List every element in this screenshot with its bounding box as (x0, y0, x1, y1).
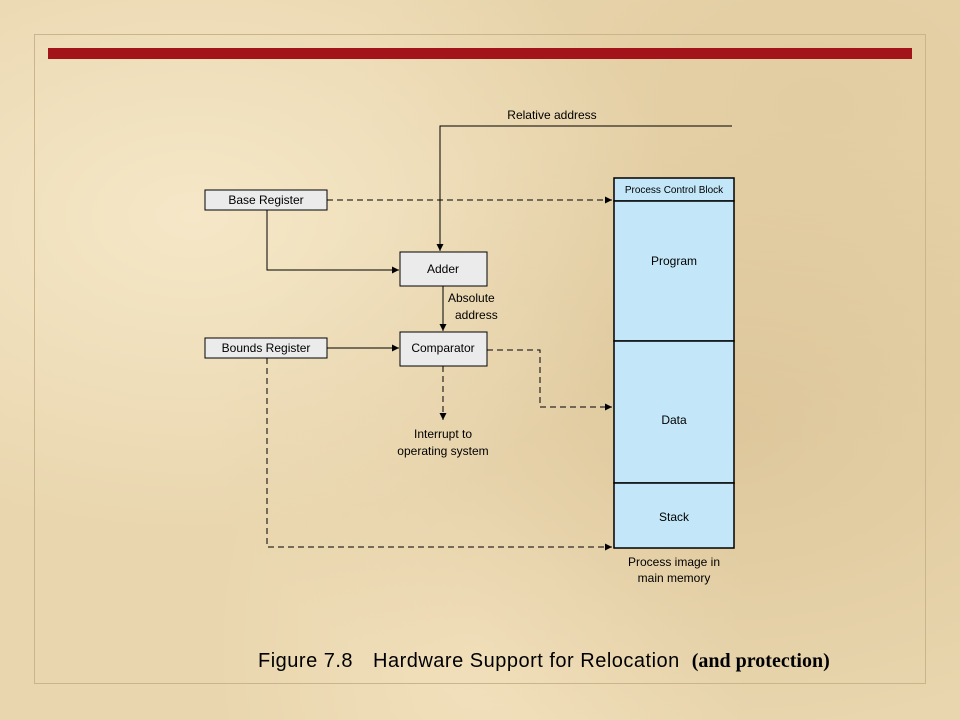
relative-address-label: Relative address (507, 108, 596, 122)
bounds-to-memory-end-arrow (266, 358, 612, 551)
process-image (613, 177, 735, 549)
relative-address-arrow (436, 125, 732, 251)
comparator-label: Comparator (411, 341, 474, 355)
comparator-to-data-arrow (487, 349, 612, 411)
figure-title: Hardware Support for Relocation (373, 650, 680, 672)
interrupt-label-1: Interrupt to (414, 427, 472, 441)
figure-caption: Figure 7.8 Hardware Support for Relocatio… (258, 650, 898, 673)
figure-number: Figure 7.8 (258, 650, 354, 672)
interrupt-label-2: operating system (397, 444, 488, 458)
figure-note: (and protection) (691, 650, 830, 672)
base-register-label: Base Register (228, 193, 303, 207)
slide-frame (34, 34, 926, 684)
bounds-register-label: Bounds Register (222, 341, 311, 355)
data-label: Data (661, 413, 687, 427)
program-label: Program (651, 254, 697, 268)
adder-label: Adder (427, 262, 459, 276)
comparator-box (399, 331, 488, 367)
absolute-address-label-2: address (455, 308, 498, 322)
absolute-address-label-1: Absolute (448, 291, 495, 305)
base-to-adder-arrow (266, 210, 399, 274)
program-segment (613, 200, 735, 342)
data-segment (613, 340, 735, 484)
process-image-label-1: Process image in (628, 555, 720, 569)
stack-segment (613, 482, 735, 549)
process-image-label-2: main memory (638, 571, 711, 585)
title-accent-bar (48, 48, 912, 59)
stack-label: Stack (659, 510, 690, 524)
pcb-label: Process Control Block (625, 185, 724, 196)
